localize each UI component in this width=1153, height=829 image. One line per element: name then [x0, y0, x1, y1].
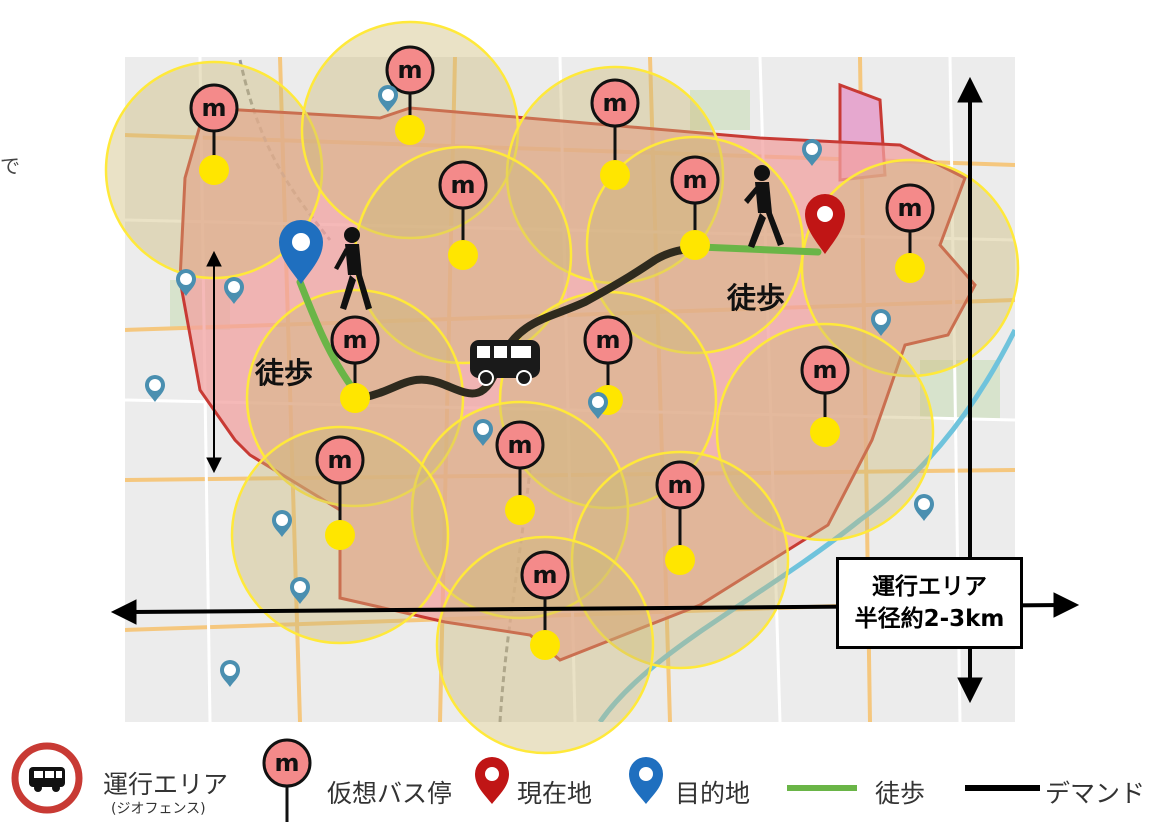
area-label-line2: 半径約2-3km	[854, 606, 1005, 632]
virtual-stop-icon: m	[495, 420, 545, 525]
school-marker-icon	[588, 392, 608, 419]
area-label-line1: 運行エリア	[872, 574, 987, 600]
svg-text:m: m	[327, 446, 352, 474]
legend-demand-label: デマンド	[1045, 779, 1146, 808]
legend-walk-label: 徒歩	[875, 779, 926, 808]
legend: 運行エリア (ジオフェンス) 仮想バス停 現在地 目的地 徒歩 デマンド	[0, 728, 1153, 829]
walking-person-icon	[744, 165, 784, 248]
cropped-edge-text: で	[0, 154, 20, 178]
demand-route	[358, 243, 704, 402]
virtual-stop-icon: m	[262, 738, 312, 822]
virtual-stop-icon: m	[330, 315, 380, 413]
school-marker-icon	[224, 277, 244, 304]
school-marker-icon	[871, 309, 891, 336]
svg-text:m: m	[682, 166, 707, 194]
walk-label-end: 徒歩	[727, 281, 786, 315]
operating-area	[178, 106, 977, 662]
virtual-stop-icon: m	[655, 460, 705, 575]
legend-virtual-stop-label: 仮想バス停	[327, 779, 453, 808]
virtual-stop-icon: m	[800, 345, 850, 447]
school-marker-icon	[220, 660, 240, 687]
virtual-stop-icon: m	[583, 315, 633, 415]
school-marker-icon	[272, 510, 292, 537]
current-location-pin-icon	[805, 194, 845, 254]
svg-text:m: m	[507, 431, 532, 459]
destination-pin-icon	[279, 220, 323, 284]
svg-text:m: m	[812, 356, 837, 384]
school-marker-icon	[290, 577, 310, 604]
virtual-stop-icon: m	[438, 160, 488, 270]
operating-area-radius-label: 運行エリア 半径約2-3km	[836, 557, 1023, 649]
legend-operating-area-label: 運行エリア	[103, 770, 229, 799]
legend-current-location-icon	[475, 757, 509, 804]
virtual-stop-icon: m	[385, 45, 435, 145]
virtual-stop-icon: m	[590, 78, 640, 190]
legend-virtual-stop-icon: m	[262, 738, 312, 822]
svg-text:m: m	[595, 326, 620, 354]
svg-text:m: m	[897, 194, 922, 222]
virtual-stop-icon: m	[670, 155, 720, 260]
virtual-stop-icon: m	[885, 183, 935, 283]
virtual-stop-icon: m	[189, 83, 239, 185]
svg-text:m: m	[602, 89, 627, 117]
svg-text:m: m	[342, 326, 367, 354]
legend-operating-area-icon	[11, 742, 83, 814]
school-icons	[145, 85, 934, 687]
demand-bus-icon	[470, 340, 540, 386]
svg-text:m: m	[667, 471, 692, 499]
svg-text:m: m	[450, 171, 475, 199]
walk-label-start: 徒歩	[255, 356, 314, 390]
legend-destination-icon	[629, 757, 663, 804]
legend-geofence-label: (ジオフェンス)	[111, 801, 206, 817]
walk-route-end	[696, 243, 822, 256]
legend-current-location-label: 現在地	[517, 779, 593, 808]
virtual-stop-icon: m	[315, 435, 365, 550]
school-marker-icon	[473, 419, 493, 446]
school-marker-icon	[802, 139, 822, 166]
school-marker-icon	[914, 494, 934, 521]
virtual-stop-layer: m m m m m m m m m m m m m	[189, 45, 935, 660]
legend-destination-label: 目的地	[675, 779, 751, 808]
svg-text:m: m	[397, 56, 422, 84]
virtual-stop-icon: m	[520, 550, 570, 660]
svg-text:m: m	[274, 749, 299, 777]
school-marker-icon	[176, 269, 196, 296]
svg-text:m: m	[532, 561, 557, 589]
school-marker-icon	[378, 85, 398, 112]
svg-text:m: m	[201, 94, 226, 122]
walking-person-icon	[334, 227, 372, 310]
school-marker-icon	[145, 375, 165, 402]
